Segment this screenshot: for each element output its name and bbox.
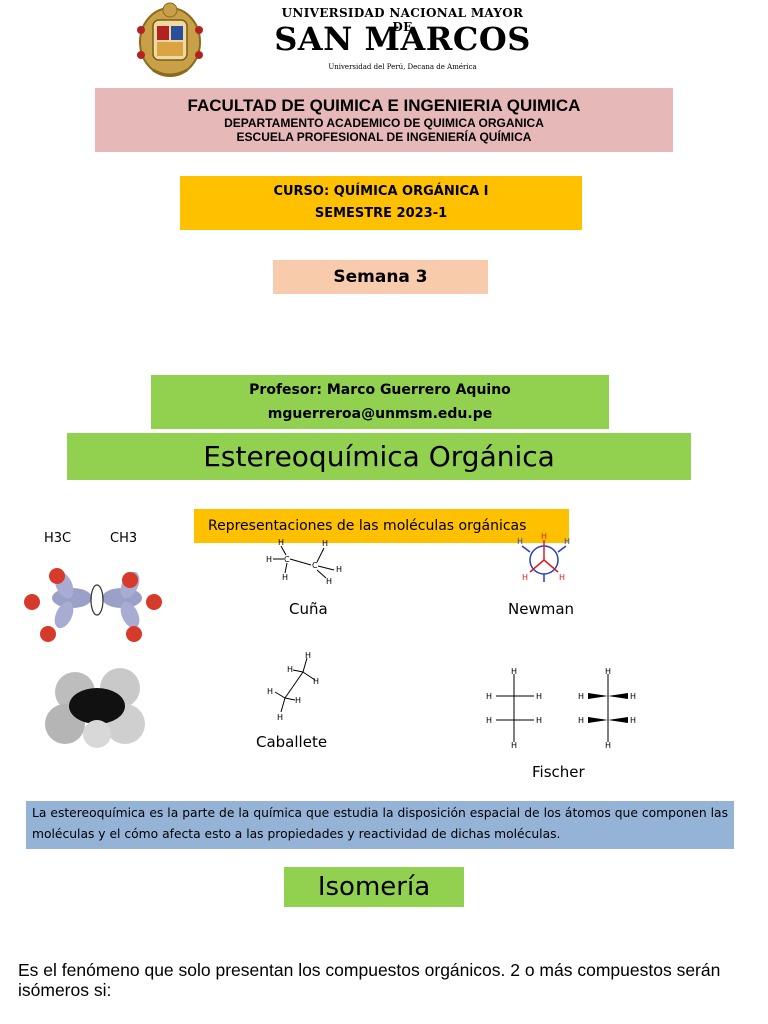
svg-text:H: H (630, 692, 636, 701)
course-name: CURSO: QUÍMICA ORGÁNICA I (273, 184, 489, 199)
university-crest-logo (137, 2, 203, 77)
newman-caption: Newman (508, 600, 575, 618)
svg-text:H: H (578, 716, 584, 725)
svg-text:H: H (322, 539, 328, 548)
wedge-projection-figure: CC HHH HHH (266, 538, 342, 586)
h3c-label: H3C (44, 531, 71, 546)
svg-text:H: H (605, 741, 611, 750)
svg-text:H: H (564, 537, 570, 546)
university-name-block: UNIVERSIDAD NACIONAL MAYOR DE SAN MARCOS… (270, 0, 535, 76)
university-name-line2: SAN MARCOS (274, 20, 531, 58)
representations-label: Representaciones de las moléculas orgáni… (194, 509, 569, 543)
school-name: ESCUELA PROFESIONAL DE INGENIERÍA QUÍMIC… (236, 130, 532, 144)
newman-projection-figure: H H H H H (517, 532, 570, 582)
svg-text:H: H (267, 687, 273, 696)
svg-text:H: H (486, 692, 492, 701)
week-label: Semana 3 (273, 260, 488, 294)
svg-text:H: H (336, 565, 342, 574)
svg-text:H: H (605, 668, 611, 676)
svg-text:H: H (517, 537, 523, 546)
svg-text:H: H (536, 716, 542, 725)
course-banner: CURSO: QUÍMICA ORGÁNICA I SEMESTRE 2023-… (180, 176, 582, 230)
svg-text:H: H (313, 677, 319, 686)
sawhorse-caption: Caballete (256, 733, 328, 751)
svg-text:C: C (312, 561, 318, 570)
ethane-3d-model-figure: H3C CH3 (24, 531, 162, 642)
svg-text:H: H (559, 573, 565, 582)
svg-text:H: H (578, 692, 584, 701)
professor-name: Profesor: Marco Guerrero Aquino (249, 382, 511, 398)
university-motto: Universidad del Perú, Decana de América (328, 63, 477, 71)
svg-text:H: H (511, 741, 517, 750)
ch3-label: CH3 (110, 531, 137, 546)
sawhorse-projection-figure: H H H H H H (267, 652, 319, 722)
svg-text:H: H (278, 538, 284, 547)
department-name: DEPARTAMENTO ACADEMICO DE QUIMICA ORGANI… (224, 116, 544, 130)
svg-text:C: C (284, 555, 290, 564)
svg-text:H: H (282, 573, 288, 582)
svg-text:H: H (287, 665, 293, 674)
professor-email: mguerreroa@unmsm.edu.pe (267, 406, 493, 422)
svg-text:H: H (266, 555, 272, 564)
wedge-caption: Cuña (289, 600, 328, 618)
svg-text:H: H (326, 577, 332, 586)
faculty-banner: FACULTAD DE QUIMICA E INGENIERIA QUIMICA… (95, 88, 673, 152)
ethane-space-filling-figure (25, 662, 171, 750)
svg-text:H: H (541, 532, 547, 541)
professor-banner: Profesor: Marco Guerrero Aquino mguerrer… (151, 375, 609, 429)
fischer-projection-figure: H H H H H H H H H H H H (486, 668, 636, 750)
stereochemistry-definition: La estereoquímica es la parte de la quím… (26, 801, 734, 849)
course-semester: SEMESTRE 2023-1 (314, 206, 448, 221)
svg-text:H: H (522, 573, 528, 582)
svg-text:H: H (277, 713, 283, 722)
isomerism-description: Es el fenómeno que solo presentan los co… (18, 960, 721, 1000)
svg-text:H: H (536, 692, 542, 701)
svg-text:H: H (486, 716, 492, 725)
svg-text:H: H (305, 652, 311, 660)
svg-text:H: H (511, 668, 517, 676)
svg-text:H: H (295, 696, 301, 705)
topic-title: Estereoquímica Orgánica (67, 433, 691, 480)
fischer-caption: Fischer (532, 763, 585, 781)
svg-text:H: H (630, 716, 636, 725)
isomerism-title: Isomería (284, 867, 464, 907)
university-name-line1: UNIVERSIDAD NACIONAL MAYOR DE (281, 6, 524, 34)
faculty-name: FACULTAD DE QUIMICA E INGENIERIA QUIMICA (187, 96, 581, 115)
